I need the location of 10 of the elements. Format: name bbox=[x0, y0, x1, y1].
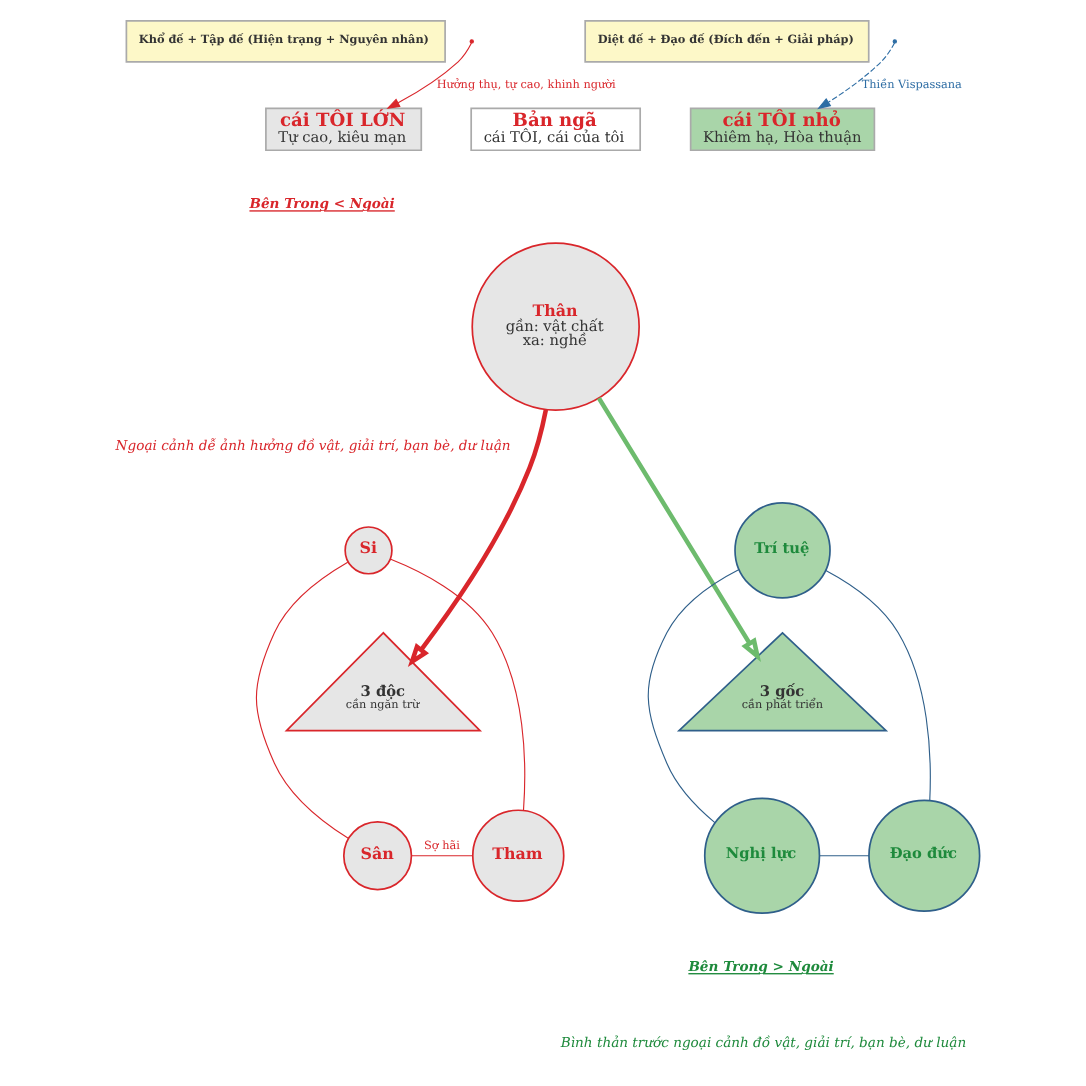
connector bbox=[390, 558, 526, 811]
connector bbox=[411, 855, 473, 857]
arrow bbox=[386, 42, 473, 109]
connector bbox=[824, 569, 931, 802]
connector bbox=[818, 855, 870, 857]
connector bbox=[255, 561, 349, 839]
arrow bbox=[817, 42, 896, 110]
arrow bbox=[596, 396, 761, 662]
connector bbox=[647, 568, 740, 824]
arrow bbox=[407, 409, 549, 668]
